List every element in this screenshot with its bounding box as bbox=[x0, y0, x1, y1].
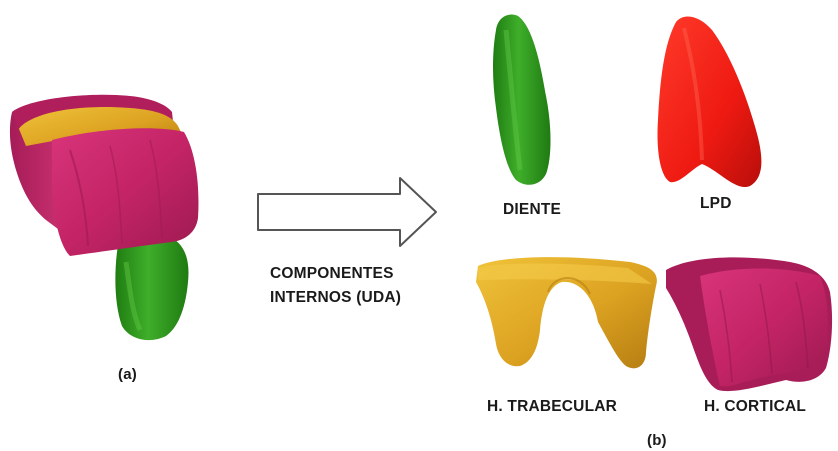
cortical-label: H. CORTICAL bbox=[704, 398, 806, 416]
cortical-model bbox=[666, 257, 832, 391]
lpd-model bbox=[658, 16, 762, 187]
assembly-cortical-front bbox=[52, 128, 198, 256]
components-caption: (b) bbox=[647, 432, 667, 449]
lpd-label: LPD bbox=[700, 195, 732, 213]
assembly-tooth-root bbox=[115, 233, 188, 340]
diente-model bbox=[493, 15, 551, 185]
arrow-caption: COMPONENTES INTERNOS (UDA) bbox=[270, 262, 401, 310]
trabecular-label: H. TRABECULAR bbox=[487, 398, 617, 416]
diente-label: DIENTE bbox=[503, 201, 561, 219]
assembly-caption: (a) bbox=[118, 366, 137, 383]
trabecular-model bbox=[476, 257, 657, 368]
arrow-caption-line-1: COMPONENTES bbox=[270, 262, 401, 286]
arrow-caption-line-2: INTERNOS (UDA) bbox=[270, 286, 401, 310]
transition-arrow bbox=[258, 178, 436, 246]
assembly-model bbox=[10, 95, 199, 340]
